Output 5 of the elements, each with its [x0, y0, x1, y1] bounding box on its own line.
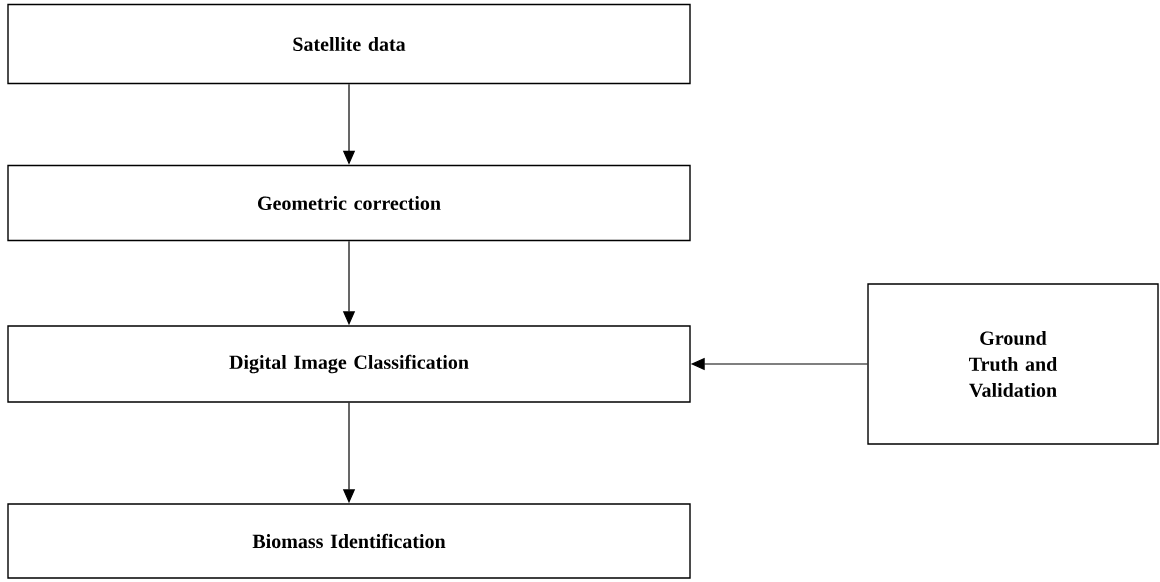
- process-box: Digital Image Classification: [7, 325, 691, 403]
- process-box: Biomass Identification: [7, 503, 691, 579]
- process-box: Satellite data: [7, 3, 691, 85]
- process-box: Geometric correction: [7, 164, 691, 242]
- process-box: Ground Truth and Validation: [867, 283, 1159, 445]
